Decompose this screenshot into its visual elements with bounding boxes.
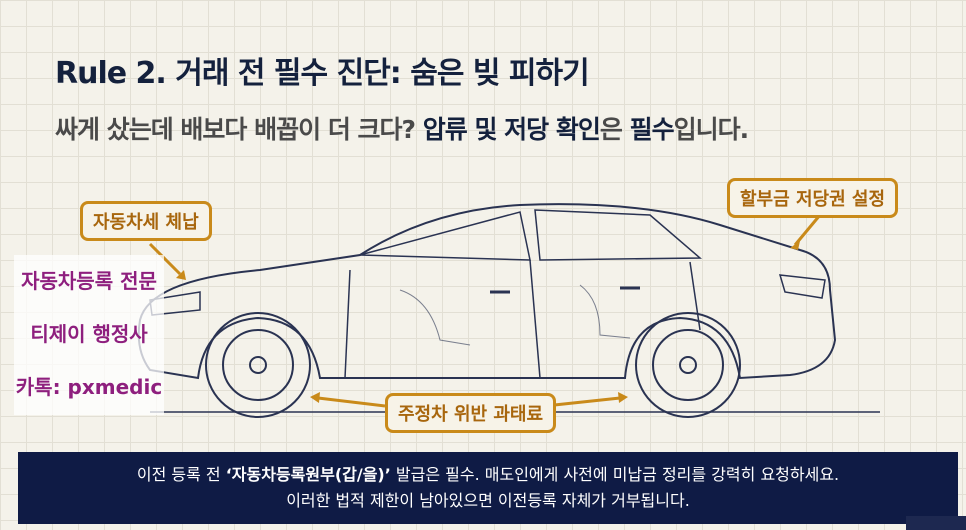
info-banner: 이전 등록 전 ‘자동차등록원부(갑/을)’ 발급은 필수. 매도인에게 사전에… xyxy=(18,452,958,524)
subtitle-text: 은 xyxy=(599,115,630,144)
page-title: Rule 2. 거래 전 필수 진단: 숨은 빚 피하기 xyxy=(55,56,590,91)
watermark-line: 자동차등록 전문 xyxy=(21,269,157,293)
subtitle-text: 입니다. xyxy=(673,115,749,144)
subtitle-highlight: 필수 xyxy=(629,115,675,144)
watermark-line: 티제이 행정사 xyxy=(30,322,148,346)
banner-text: 이전 등록 전 xyxy=(136,465,226,484)
subtitle-text: 싸게 샀는데 배보다 배꼽이 더 크다? xyxy=(55,115,423,144)
corner-decoration xyxy=(906,516,966,530)
banner-text: 발급은 필수. 매도인에게 사전에 미납금 정리를 강력히 요청하세요. xyxy=(390,465,840,484)
callout-vehicle-tax: 자동차세 체납 xyxy=(80,201,212,241)
watermark-line: 카톡: pxmedic xyxy=(15,375,163,399)
banner-highlight: ‘자동차등록원부(갑/을)’ xyxy=(225,465,391,484)
callout-parking-fine: 주정차 위반 과태료 xyxy=(385,393,557,433)
callout-installment-mortgage: 할부금 저당권 설정 xyxy=(727,178,899,218)
watermark: 자동차등록 전문 티제이 행정사 카톡: pxmedic xyxy=(14,255,164,415)
banner-text: 이러한 법적 제한이 남아있으면 이전등록 자체가 거부됩니다. xyxy=(286,491,690,510)
subtitle-highlight: 압류 및 저당 확인 xyxy=(422,115,601,144)
subtitle: 싸게 샀는데 배보다 배꼽이 더 크다? 압류 및 저당 확인은 필수입니다. xyxy=(55,110,749,146)
